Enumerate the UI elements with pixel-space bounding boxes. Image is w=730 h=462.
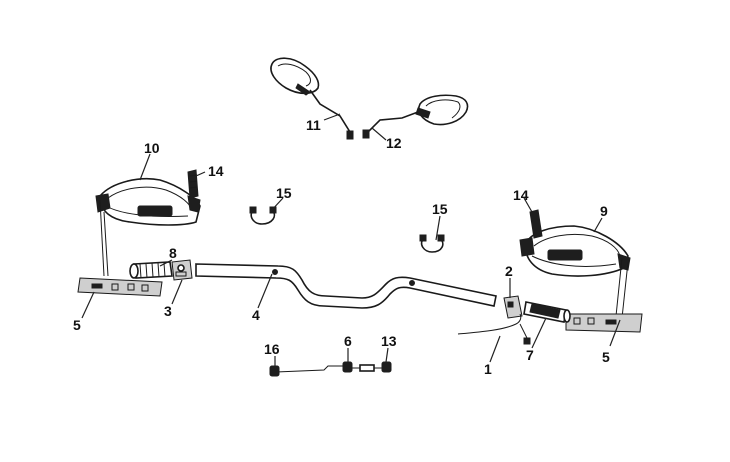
- handguard-right: [519, 225, 631, 277]
- callout-labels: 1 2 3 4 5 5 6 7 8 9 10 11 12 13 14 14 15…: [73, 117, 610, 377]
- grip-left: [129, 261, 173, 279]
- leader-lines: [81, 113, 621, 366]
- callout-11: 11: [306, 117, 321, 133]
- callout-9: 9: [600, 203, 608, 219]
- bar-end-bolt-right: [529, 209, 543, 239]
- callout-13: 13: [381, 333, 397, 349]
- callout-2: 2: [505, 263, 513, 279]
- callout-15-right: 15: [432, 201, 448, 217]
- callout-16: 16: [264, 341, 280, 357]
- callout-5-right: 5: [602, 349, 610, 365]
- guard-bracket-right: [565, 257, 643, 333]
- mirror-right: [362, 94, 469, 139]
- switch-housing-right: [503, 295, 523, 319]
- callout-4: 4: [252, 307, 260, 323]
- clip-right: [419, 234, 445, 253]
- clamp-bolt-assembly: [269, 361, 392, 377]
- handlebar: [195, 263, 497, 309]
- callout-3: 3: [164, 303, 172, 319]
- mirror-left: [270, 57, 354, 140]
- switch-housing-left: [171, 259, 193, 281]
- bar-end-bolt-left: [187, 169, 199, 199]
- clip-left: [249, 206, 277, 225]
- throttle-cable: [457, 313, 531, 345]
- callout-6: 6: [344, 333, 352, 349]
- callout-1: 1: [484, 361, 492, 377]
- handguard-left: [95, 177, 201, 226]
- callout-5-left: 5: [73, 317, 81, 333]
- callout-14-right: 14: [513, 187, 529, 203]
- callout-12: 12: [386, 135, 402, 151]
- callout-15-left: 15: [276, 185, 292, 201]
- callout-10: 10: [144, 140, 160, 156]
- callout-8: 8: [169, 245, 177, 261]
- callout-14-left: 14: [208, 163, 224, 179]
- throttle-grip-right: [523, 301, 571, 323]
- callout-7: 7: [526, 347, 534, 363]
- guard-bracket-left: [77, 199, 163, 297]
